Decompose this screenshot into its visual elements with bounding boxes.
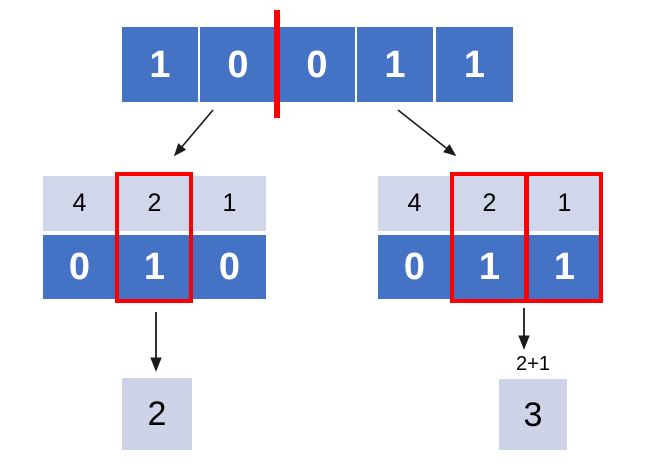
right-bit-cell-0: 0 [378, 235, 451, 299]
left-bit-cell-1: 1 [118, 235, 191, 299]
top-bit-cell-1: 0 [200, 27, 276, 102]
arrow-to-left-group [173, 109, 214, 157]
arrow-to-right-group [397, 109, 457, 156]
top-bit-cell-4: 1 [436, 27, 513, 102]
top-bit-cell-2: 0 [279, 27, 355, 102]
left-bit-cell-0: 0 [43, 235, 116, 299]
right-result-box: 3 [499, 379, 567, 450]
top-bit-cell-0: 1 [122, 27, 198, 102]
left-weight-cell-2: 1 [193, 176, 266, 231]
right-bit-cell-1: 1 [453, 235, 526, 299]
right-result-expression: 2+1 [516, 353, 550, 375]
split-divider-icon [274, 10, 280, 118]
left-weight-cell-1: 2 [118, 176, 191, 231]
left-bit-cell-2: 0 [193, 235, 266, 299]
right-weight-cell-2: 1 [528, 176, 601, 231]
top-bit-cell-3: 1 [357, 27, 433, 102]
left-weight-cell-0: 4 [43, 176, 116, 231]
right-bit-cell-2: 1 [528, 235, 601, 299]
right-weight-cell-1: 2 [453, 176, 526, 231]
right-weight-cell-0: 4 [378, 176, 451, 231]
left-result-box: 2 [122, 378, 192, 450]
